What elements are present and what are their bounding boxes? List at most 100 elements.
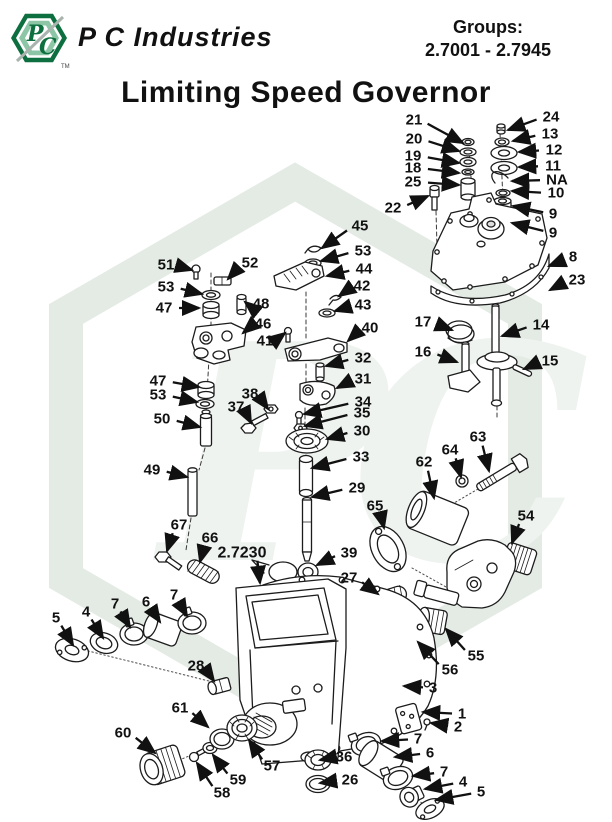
callout-label-40: 40 — [362, 320, 379, 337]
logo-tm: TM — [61, 64, 70, 70]
callout-arrow-43 — [332, 298, 354, 314]
callout-label-31: 31 — [355, 371, 372, 388]
callout-arrow-24 — [505, 116, 537, 132]
callout-label-26: 26 — [342, 772, 359, 789]
callout-label-42: 42 — [354, 278, 371, 295]
callout-arrow-7 — [171, 597, 189, 618]
callout-arrow-31 — [334, 372, 357, 390]
callout-arrow-22 — [406, 194, 431, 211]
callout-arrow-8 — [546, 252, 569, 268]
callout-arrow-46 — [241, 315, 262, 335]
part-12-washer — [490, 145, 518, 161]
part-14-shaft — [476, 303, 518, 407]
callout-arrow-4 — [87, 618, 105, 640]
logo-slash — [15, 15, 65, 63]
part-na-snap-ring — [491, 171, 509, 184]
callout-label-36: 36 — [336, 749, 353, 766]
callout-arrow-52 — [226, 260, 246, 281]
part-53-washer-b — [195, 398, 215, 410]
callout-arrow-37 — [236, 403, 253, 426]
callout-arrow-27 — [359, 577, 380, 596]
callout-label-8: 8 — [569, 249, 577, 266]
callout-label-9: 9 — [549, 225, 557, 242]
part-44-rack-lever — [273, 261, 325, 291]
callout-label-39: 39 — [341, 545, 358, 562]
part-53-washer-a — [201, 289, 221, 301]
callout-label-14: 14 — [533, 317, 550, 334]
part-45-clip — [304, 245, 322, 254]
callout-arrow-41 — [266, 331, 287, 350]
callout-label-37: 37 — [228, 399, 245, 416]
callout-label-46: 46 — [255, 316, 272, 333]
callout-arrow-7 — [379, 731, 409, 749]
part-13-nut — [494, 137, 510, 147]
callout-arrow-63 — [476, 445, 493, 474]
part-51-screw — [191, 264, 201, 280]
part-32-pin — [315, 362, 325, 382]
part-18-ring — [461, 168, 475, 176]
groups-label: Groups: — [453, 17, 523, 37]
part-49-tube — [187, 467, 198, 517]
callout-arrow-21 — [427, 122, 466, 145]
callout-label-59: 59 — [230, 772, 247, 789]
callout-label-3: 3 — [429, 680, 437, 697]
callout-arrow-25 — [427, 175, 462, 192]
part-50-tube — [199, 409, 213, 447]
callout-arrow-13 — [510, 129, 536, 145]
callout-arrow-30 — [324, 426, 348, 442]
callout-label-5: 5 — [477, 784, 485, 801]
callout-label-56: 56 — [442, 662, 459, 679]
callout-label-67: 67 — [171, 517, 188, 534]
callout-arrow-2 — [428, 717, 450, 734]
callout-arrow-10 — [509, 183, 542, 200]
part-24-screw — [496, 123, 506, 135]
callout-arrow-9 — [510, 201, 544, 218]
callout-arrow-56 — [416, 640, 440, 665]
callout-label-48: 48 — [253, 296, 270, 313]
callout-arrow-6 — [392, 746, 421, 763]
part-19-washer — [459, 156, 477, 168]
part-48-pin — [236, 293, 247, 316]
callout-label-7: 7 — [414, 731, 422, 748]
callout-arrow-49 — [166, 464, 190, 481]
callout-arrow-5 — [57, 625, 75, 647]
callout-label-25: 25 — [405, 174, 422, 191]
part-11-washer — [490, 160, 518, 176]
callout-arrow-5 — [433, 788, 472, 805]
part-30-bearing — [285, 428, 329, 454]
callout-label-1: 1 — [458, 706, 466, 723]
part-4-adapter-left — [89, 631, 119, 655]
callout-arrow-39 — [314, 550, 337, 567]
part-26-seal — [305, 774, 331, 794]
pc-logo: P C TM — [11, 13, 70, 70]
callout-arrow-44 — [324, 264, 350, 280]
callout-label-27: 27 — [341, 570, 358, 587]
part-57-bearing — [226, 714, 258, 742]
callout-arrow-14 — [499, 322, 527, 338]
callout-arrow-9 — [509, 219, 544, 236]
callout-label-53: 53 — [158, 279, 175, 296]
callout-arrow-34 — [301, 402, 349, 418]
callout-label-15: 15 — [542, 353, 559, 370]
callout-arrow-62 — [422, 470, 439, 501]
groups-block: Groups: 2.7001 - 2.7945 — [398, 16, 578, 63]
callout-label-62: 62 — [416, 454, 433, 471]
callout-arrow-16 — [436, 348, 460, 364]
part-21-nut — [461, 137, 475, 147]
part-29-rod — [301, 496, 313, 562]
callout-label-57: 57 — [264, 758, 281, 775]
part-47-bushing-a — [202, 300, 220, 320]
part-67-bolt — [154, 551, 183, 571]
part-3-housing — [235, 575, 438, 765]
callout-arrow-51 — [173, 257, 195, 273]
callout-arrow-1 — [420, 704, 453, 721]
callout-arrow-57 — [247, 738, 266, 760]
callout-label-61: 61 — [172, 700, 189, 717]
callout-label-63: 63 — [470, 429, 487, 446]
callout-label-44: 44 — [356, 261, 373, 278]
callout-arrow-66 — [196, 543, 213, 565]
callout-label-49: 49 — [144, 462, 161, 479]
part-10-ring — [495, 188, 511, 198]
callout-label-9: 9 — [549, 206, 557, 223]
